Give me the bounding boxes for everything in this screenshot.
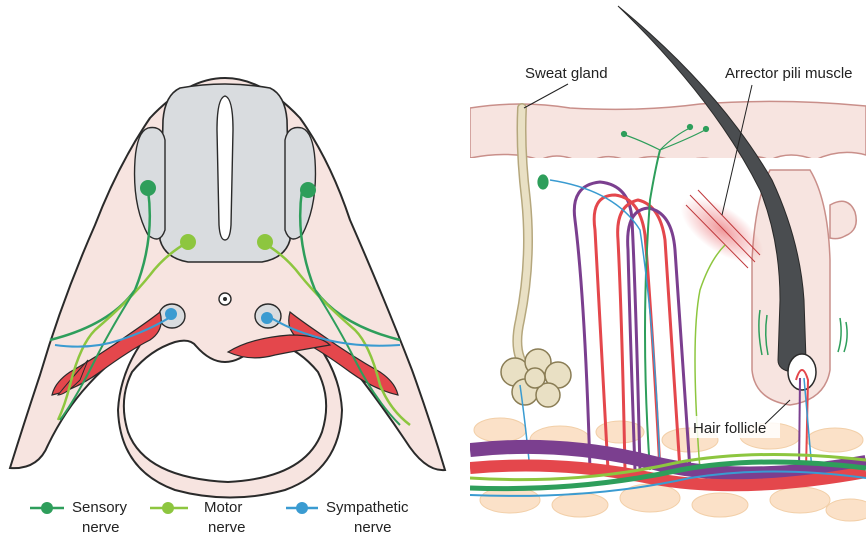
right-motor-neuron <box>257 234 273 250</box>
legend-sensory-label: Sensory <box>72 499 128 516</box>
sensory-swatch-dot <box>41 502 53 514</box>
right-sympathetic-neuron <box>261 312 273 324</box>
legend-sympathetic-label: Sympathetic <box>326 499 409 516</box>
legend-sympathetic: Sympathetic nerve <box>286 499 409 536</box>
legend-motor: Motor nerve <box>150 499 246 536</box>
legend: Sensory nerve Motor nerve Sympathetic ne… <box>30 499 409 536</box>
left-sensory-neuron <box>140 180 156 196</box>
legend-sensory-label-2: nerve <box>82 519 120 536</box>
hair-follicle-label: Hair follicle <box>693 420 766 437</box>
motor-swatch-dot <box>162 502 174 514</box>
skin-section: Sweat gland Arrector pili muscle Hair fo… <box>470 6 866 521</box>
left-sympathetic-neuron <box>165 308 177 320</box>
legend-motor-label-2: nerve <box>208 519 246 536</box>
legend-sensory: Sensory nerve <box>30 499 128 536</box>
arrector-pili-label: Arrector pili muscle <box>725 65 853 82</box>
central-canal <box>217 96 233 240</box>
embryo-cross-section <box>10 78 445 498</box>
left-motor-neuron <box>180 234 196 250</box>
sympathetic-swatch-dot <box>296 502 308 514</box>
legend-sympathetic-label-2: nerve <box>354 519 392 536</box>
legend-motor-label: Motor <box>204 499 242 516</box>
hair-bulb <box>788 354 816 390</box>
right-sensory-neuron <box>300 182 316 198</box>
body-cavity <box>124 341 326 482</box>
notochord-center <box>223 297 227 301</box>
sweat-gland-label: Sweat gland <box>525 65 608 82</box>
